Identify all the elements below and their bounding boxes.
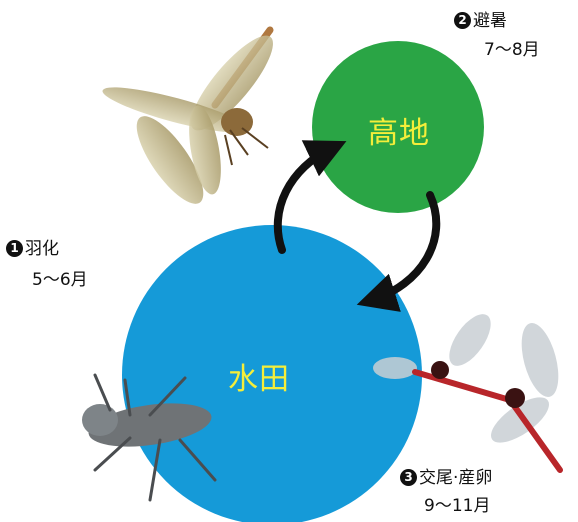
stage-period: 7～8月 (484, 40, 540, 60)
stage-number-badge: 1 (6, 240, 23, 257)
dragonfly-top-illustration (102, 26, 274, 204)
highland-circle (312, 41, 484, 213)
stage-number-badge: 3 (400, 469, 417, 486)
arrow-to-paddy (356, 191, 441, 312)
stage-title: 交尾·産卵 (419, 468, 493, 488)
paddy-label: 水田 (228, 362, 290, 397)
highland-label: 高地 (368, 116, 430, 151)
mating-dragonflies-illustration (373, 314, 563, 473)
stage-period: 5～6月 (32, 270, 88, 290)
stage-title: 羽化 (25, 239, 59, 259)
stage-title: 避暑 (473, 11, 507, 31)
nymph-illustration (82, 373, 217, 502)
stage-period: 9～11月 (424, 496, 491, 516)
paddy-circle (122, 225, 422, 522)
arrow-to-highland (273, 140, 347, 254)
stage-number-badge: 2 (454, 12, 471, 29)
